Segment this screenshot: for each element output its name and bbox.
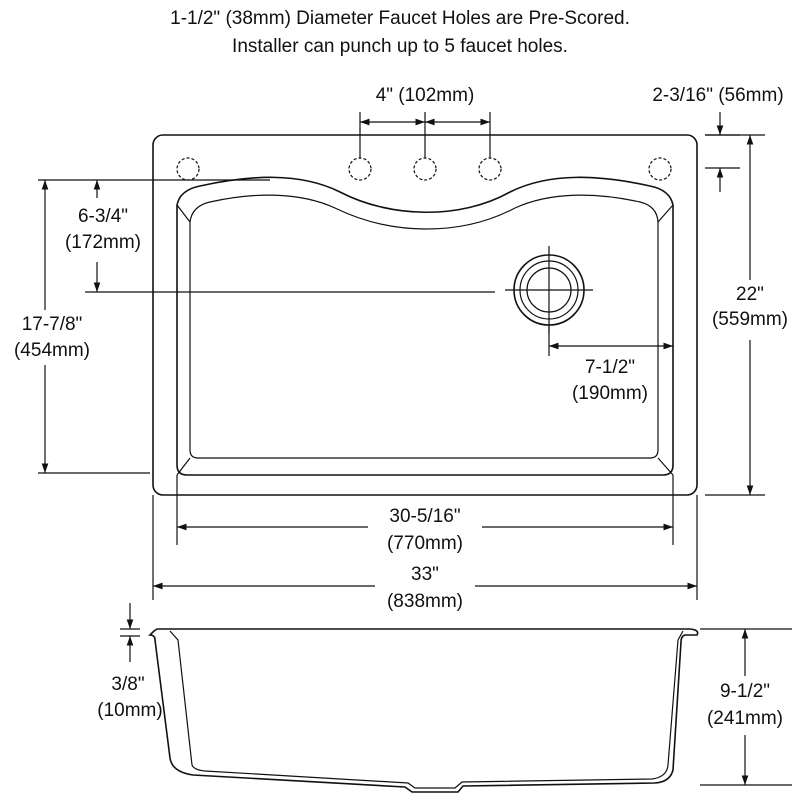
svg-text:3/8": 3/8"	[111, 674, 144, 695]
dim-bowl-height: 9-1/2" (241mm)	[700, 628, 792, 786]
svg-text:17-7/8": 17-7/8"	[22, 314, 83, 335]
faucet-hole	[176, 157, 200, 181]
dim-faucet-spacing: 4" (102mm)	[359, 85, 491, 158]
svg-text:(454mm): (454mm)	[14, 340, 90, 361]
svg-text:(770mm): (770mm)	[387, 533, 463, 554]
faucet-hole	[478, 157, 502, 181]
svg-text:7-1/2": 7-1/2"	[585, 357, 635, 378]
dim-overall-width: 33" (838mm)	[152, 495, 698, 613]
bowl-inner-edge	[189, 194, 659, 459]
svg-text:33": 33"	[411, 564, 439, 585]
drain	[505, 246, 593, 334]
svg-text:(241mm): (241mm)	[707, 708, 783, 729]
svg-text:9-1/2": 9-1/2"	[720, 681, 770, 702]
dim-deck-depth: 2-3/16" (56mm)	[652, 85, 784, 192]
sink-outline	[152, 134, 698, 496]
svg-text:(559mm): (559mm)	[712, 309, 788, 330]
bowl-outer-edge	[176, 176, 674, 476]
note-line-1: 1-1/2" (38mm) Diameter Faucet Holes are …	[170, 8, 630, 29]
dim-overall-depth: 22" (559mm)	[705, 134, 788, 496]
dim-bowl-width: 30-5/16" (770mm)	[176, 475, 674, 554]
faucet-hole	[648, 157, 672, 181]
svg-text:(190mm): (190mm)	[572, 383, 648, 404]
faucet-hole	[348, 157, 372, 181]
svg-text:2-3/16" (56mm): 2-3/16" (56mm)	[652, 85, 783, 106]
dim-rim-thickness: 3/8" (10mm)	[97, 603, 163, 721]
svg-text:4" (102mm): 4" (102mm)	[376, 85, 475, 106]
note-line-2: Installer can punch up to 5 faucet holes…	[232, 36, 568, 57]
svg-text:30-5/16": 30-5/16"	[389, 506, 460, 527]
dim-bowl-depth: 17-7/8" (454mm)	[14, 179, 270, 474]
faucet-hole	[413, 157, 437, 181]
svg-text:(838mm): (838mm)	[387, 591, 463, 612]
svg-text:(10mm): (10mm)	[97, 700, 162, 721]
svg-text:6-3/4": 6-3/4"	[78, 206, 128, 227]
svg-text:22": 22"	[736, 284, 764, 305]
svg-text:(172mm): (172mm)	[65, 232, 141, 253]
sink-top-view	[152, 134, 698, 496]
sink-side-profile	[148, 628, 699, 793]
dim-drain-from-back: 6-3/4" (172mm)	[65, 180, 495, 293]
dim-drain-from-side: 7-1/2" (190mm)	[548, 325, 673, 404]
faucet-holes	[176, 157, 672, 181]
